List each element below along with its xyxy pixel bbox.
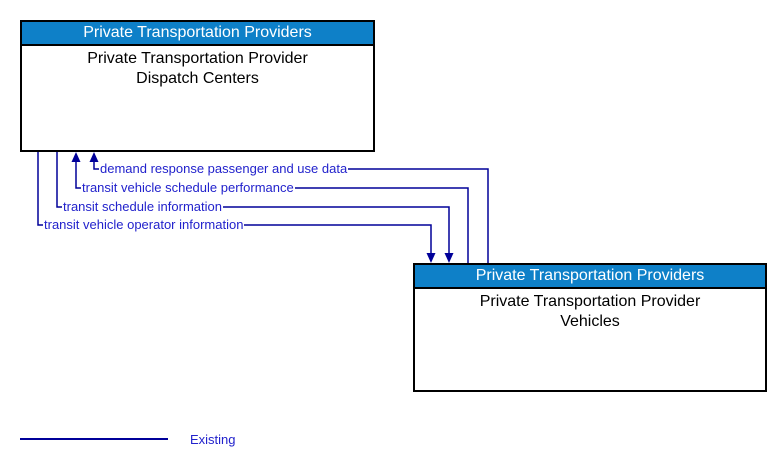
- arrowhead-up-schedule-performance: [71, 152, 81, 162]
- legend-existing-line: [20, 438, 168, 440]
- dispatch-centers-box[interactable]: Private Transportation Providers Private…: [20, 20, 375, 152]
- flow-label-schedule-performance[interactable]: transit vehicle schedule performance: [81, 180, 295, 195]
- arrowhead-down-operator-info: [426, 253, 436, 263]
- flow-line-schedule-info: [56, 152, 450, 254]
- vehicles-box[interactable]: Private Transportation Providers Private…: [413, 263, 767, 392]
- dispatch-box-header: Private Transportation Providers: [22, 22, 373, 46]
- legend-existing-label: Existing: [190, 432, 236, 447]
- flow-label-schedule-info[interactable]: transit schedule information: [62, 199, 223, 214]
- dispatch-box-body: Private Transportation Provider Dispatch…: [22, 46, 373, 89]
- flow-label-demand-response[interactable]: demand response passenger and use data: [99, 161, 349, 176]
- arrowhead-down-schedule-info: [444, 253, 454, 263]
- vehicles-box-body: Private Transportation Provider Vehicles: [415, 289, 765, 332]
- arrowhead-up-demand-response: [89, 152, 99, 162]
- vehicles-box-header: Private Transportation Providers: [415, 265, 765, 289]
- flow-label-operator-info[interactable]: transit vehicle operator information: [43, 217, 245, 232]
- vehicles-box-title: Private Transportation Provider Vehicles: [479, 293, 701, 330]
- dispatch-box-title: Private Transportation Provider Dispatch…: [87, 50, 308, 87]
